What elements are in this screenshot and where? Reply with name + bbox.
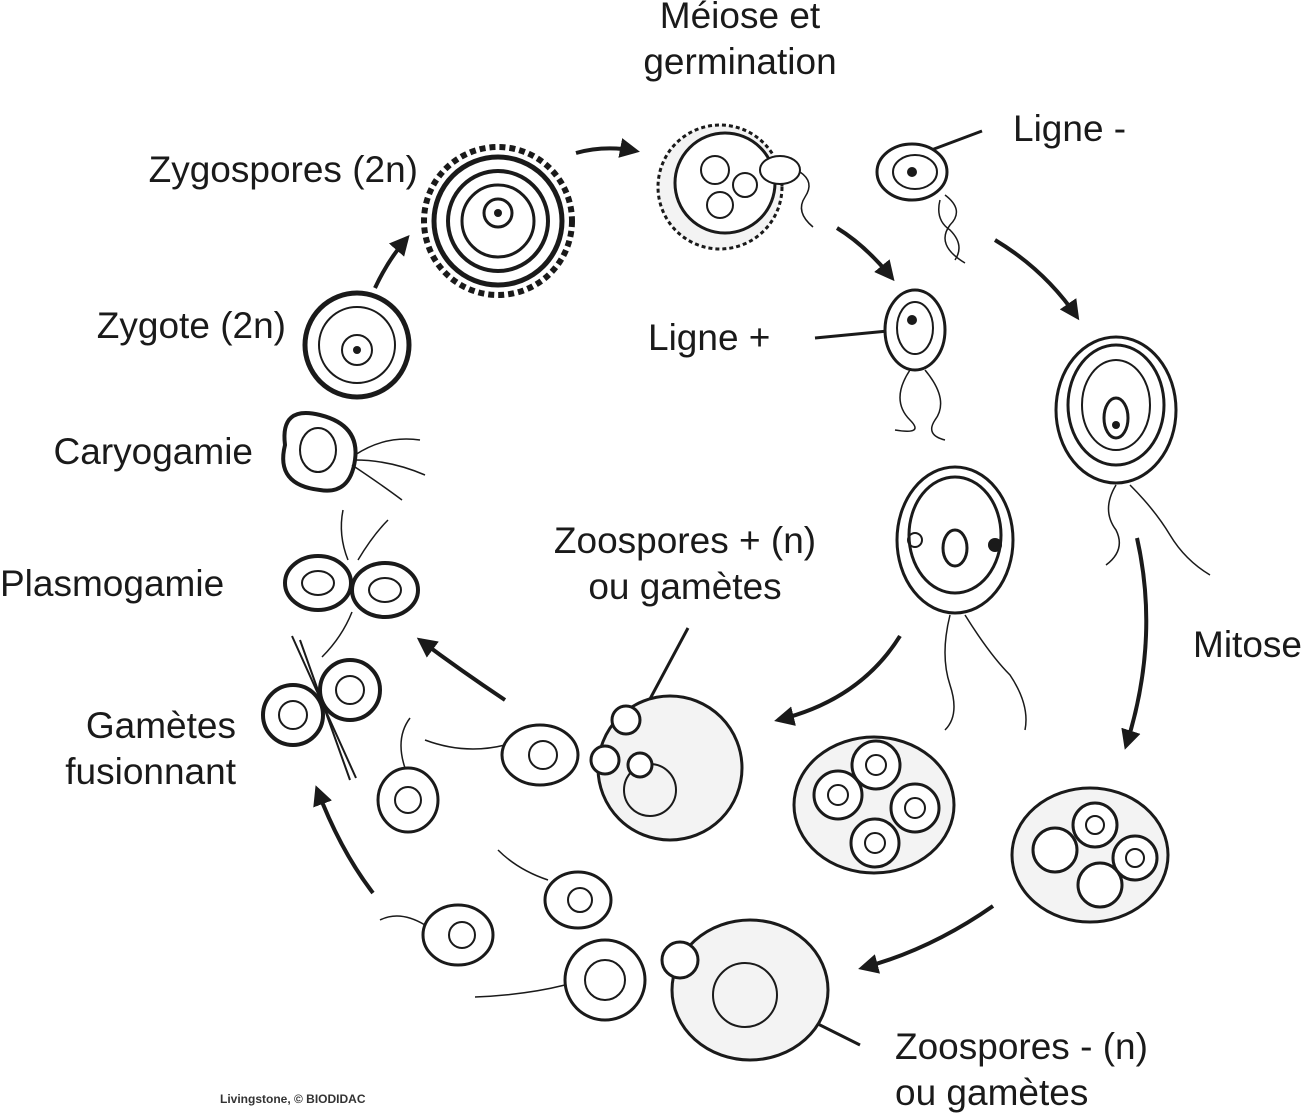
label-mitose: Mitose [1193,624,1302,665]
arrow-mitosis-to-zoospores-minus [858,904,995,974]
plasmogamie-cell [283,509,420,658]
arrow-zoospores-to-plasmogamie [416,637,507,702]
arrow-zygospores-to-meiosis [575,138,640,158]
pointer-ligne-plus [814,329,889,340]
label-plasmogamie: Plasmogamie [0,563,225,604]
pointer-ligne-minus [925,129,983,154]
label-ligne-plus: Ligne + [648,317,771,358]
label-zoospores-minus-line2: ou gamètes [895,1072,1089,1113]
caryogamie-cell [281,411,426,501]
mid-cell [895,465,1027,731]
ligne-plus-cell [883,288,947,441]
arrow-zygote-to-zygospores [373,234,410,289]
label-zoospores-plus-line1: Zoospores + (n) [553,520,817,561]
zygote-cell [302,290,412,400]
arrow-cell-to-zoospores-plus [774,634,902,726]
label-meiose-line1: Méiose et [659,0,821,36]
ligne-minus-cell [875,142,966,264]
arrow-to-gametes [313,785,375,895]
arrow-meiosis-to-ligne-plus [835,226,895,282]
cycle-arrows [313,138,1149,974]
free-zoospores [376,717,613,967]
fusing-gametes [261,635,382,781]
label-caryogamie: Caryogamie [53,431,253,472]
bursting-sporangium-plus [589,694,744,842]
sporangium-four-cells [792,735,956,875]
label-meiose-line2: germination [643,41,837,82]
mitosis-cell [1054,335,1211,576]
label-zoospores-plus-line2: ou gamètes [588,566,782,607]
arrow-mitosis-down [1121,537,1149,750]
zygospore-cell [421,144,575,298]
arrow-ligne-minus-to-mitosis [993,238,1080,321]
label-zygospores: Zygospores (2n) [148,149,418,190]
credit-text: Livingstone, © BIODIDAC [220,1092,366,1106]
meiosis-cell [656,123,814,251]
sporangium-right [1010,786,1170,924]
label-zygote: Zygote (2n) [96,305,286,346]
bursting-sporangium-minus [474,918,830,1062]
label-gametes-line2: fusionnant [65,751,236,792]
label-ligne-minus: Ligne - [1013,108,1127,149]
label-gametes-line1: Gamètes [85,705,236,746]
label-zoospores-minus-line1: Zoospores - (n) [895,1026,1148,1067]
